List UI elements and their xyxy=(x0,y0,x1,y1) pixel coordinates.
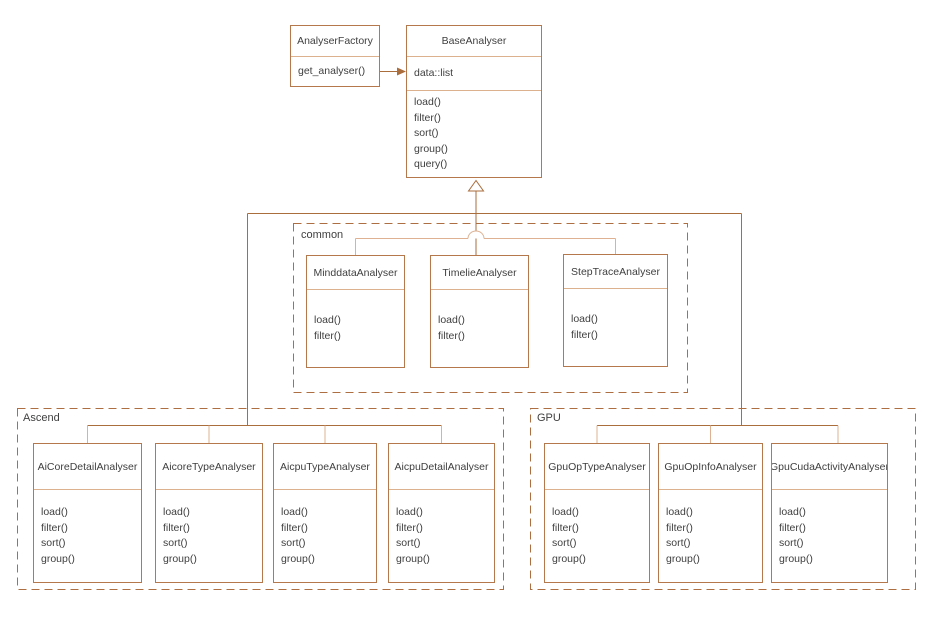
method-label: group() xyxy=(414,142,448,155)
method-label: load() xyxy=(396,506,423,518)
group-common-border xyxy=(293,223,688,393)
method-label: filter() xyxy=(396,521,423,534)
class-box-aicoredetailanalyser: AiCoreDetailAnalyser load() filter() sor… xyxy=(33,443,142,583)
class-box-baseanalyser: BaseAnalyser data::list load() filter() … xyxy=(406,25,542,178)
method-label: sort() xyxy=(163,537,188,549)
method-label: group() xyxy=(779,552,813,565)
class-box-gpuopinfoanalyser: GpuOpInfoAnalyser load() filter() sort()… xyxy=(658,443,763,583)
method-label: group() xyxy=(552,552,586,565)
method-label: group() xyxy=(396,552,430,565)
group-label-ascend: Ascend xyxy=(23,412,60,424)
class-title: StepTraceAnalyser xyxy=(571,265,660,278)
method-label: load() xyxy=(414,96,441,109)
inheritance-triangle-icon xyxy=(467,179,485,192)
association-arrowhead-icon xyxy=(397,67,406,76)
class-methods: load() filter() sort() group() xyxy=(274,489,376,582)
class-box-aicoretypeanalyser: AicoreTypeAnalyser load() filter() sort(… xyxy=(155,443,263,583)
method-label: load() xyxy=(163,506,190,518)
method-label: filter() xyxy=(414,111,441,124)
class-methods: load() filter() sort() group() query() xyxy=(407,90,541,177)
group-label-common: common xyxy=(301,229,344,241)
method-label: load() xyxy=(314,314,341,326)
class-title: BaseAnalyser xyxy=(441,35,507,47)
class-methods: load() filter() xyxy=(431,289,528,367)
class-box-analyserfactory: AnalyserFactory get_analyser() xyxy=(290,25,380,87)
method-label: load() xyxy=(281,506,308,518)
method-label: sort() xyxy=(414,127,439,140)
class-attributes: data::list xyxy=(407,56,541,90)
class-box-gpucudaactivityanalyser: GpuCudaActivityAnalyser load() filter() … xyxy=(771,443,888,583)
method-label: sort() xyxy=(396,537,421,549)
method-label: filter() xyxy=(552,521,579,534)
class-title: AicpuDetailAnalyser xyxy=(394,460,489,473)
class-methods: load() filter() sort() group() xyxy=(389,489,494,582)
method-label: sort() xyxy=(41,537,66,549)
group-gpu-border xyxy=(530,408,916,590)
class-title: MinddataAnalyser xyxy=(313,266,398,279)
class-methods: load() filter() sort() group() xyxy=(659,489,762,582)
method-label: filter() xyxy=(41,521,68,534)
method-label: filter() xyxy=(314,329,341,342)
method-label: load() xyxy=(666,506,693,518)
method-label: query() xyxy=(414,158,448,171)
method-label: load() xyxy=(571,313,598,325)
method-label: sort() xyxy=(779,537,804,549)
class-box-steptraceanalyser: StepTraceAnalyser load() filter() xyxy=(563,254,668,367)
line-hop-arc xyxy=(467,230,485,239)
method-label: filter() xyxy=(281,521,308,534)
method-label: group() xyxy=(41,552,75,565)
class-methods: load() filter() xyxy=(564,288,667,366)
class-title: AnalyserFactory xyxy=(297,35,373,47)
class-methods: load() filter() xyxy=(307,289,404,367)
class-box-aicputypeanalyser: AicpuTypeAnalyser load() filter() sort()… xyxy=(273,443,377,583)
group-ascend-border xyxy=(17,408,504,590)
class-title: AicpuTypeAnalyser xyxy=(280,460,370,473)
method-label: sort() xyxy=(666,537,691,549)
method-label: load() xyxy=(552,506,579,518)
class-methods: load() filter() sort() group() xyxy=(772,489,887,582)
class-methods: load() filter() sort() group() xyxy=(34,489,141,582)
class-title: AicoreTypeAnalyser xyxy=(162,460,256,473)
method-label: filter() xyxy=(666,521,693,534)
method-label: group() xyxy=(163,552,197,565)
method-label: load() xyxy=(438,314,465,326)
method-label: filter() xyxy=(163,521,190,534)
method-label: load() xyxy=(41,506,68,518)
class-box-timelieanalyser: TimelieAnalyser load() filter() xyxy=(430,255,529,368)
method-label: filter() xyxy=(779,521,806,534)
class-box-minddataanalyser: MinddataAnalyser load() filter() xyxy=(306,255,405,368)
class-title: TimelieAnalyser xyxy=(442,266,517,279)
class-methods: load() filter() sort() group() xyxy=(545,489,649,582)
method-label: group() xyxy=(281,552,315,565)
class-box-aicpudetailanalyser: AicpuDetailAnalyser load() filter() sort… xyxy=(388,443,495,583)
attribute-label: data::list xyxy=(414,66,454,79)
method-label: sort() xyxy=(281,537,306,549)
class-methods: get_analyser() xyxy=(291,56,379,86)
class-box-gpuoptypeanalyser: GpuOpTypeAnalyser load() filter() sort()… xyxy=(544,443,650,583)
method-label: filter() xyxy=(438,329,465,342)
method-label: load() xyxy=(779,506,806,518)
class-methods: load() filter() sort() group() xyxy=(156,489,262,582)
class-title: GpuOpInfoAnalyser xyxy=(664,460,757,473)
method-label: sort() xyxy=(552,537,577,549)
group-label-gpu: GPU xyxy=(537,412,561,424)
method-label: get_analyser() xyxy=(298,64,366,77)
method-label: filter() xyxy=(571,328,598,341)
class-title: AiCoreDetailAnalyser xyxy=(37,460,138,473)
class-title: GpuCudaActivityAnalyser xyxy=(772,460,887,473)
method-label: group() xyxy=(666,552,700,565)
line-hop-mask xyxy=(468,231,484,239)
class-title: GpuOpTypeAnalyser xyxy=(548,460,646,473)
